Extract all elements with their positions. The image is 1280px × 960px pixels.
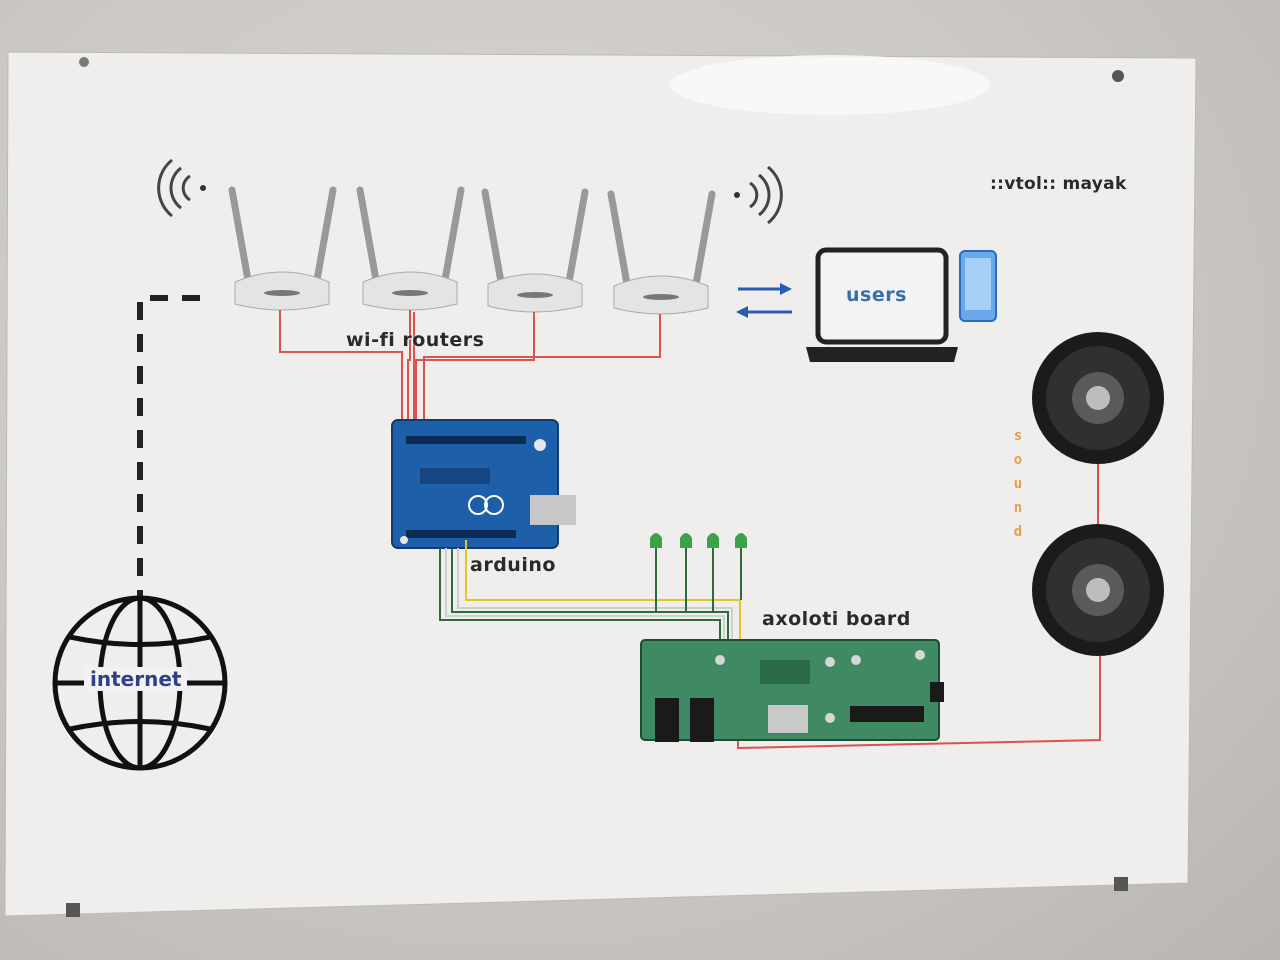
bracket xyxy=(1114,877,1128,891)
screw xyxy=(79,57,89,67)
axoloti-board xyxy=(640,639,944,742)
screw xyxy=(1112,70,1124,82)
laptop-icon xyxy=(806,247,958,362)
arduino-board xyxy=(391,419,576,549)
diagram-title: ::vtol:: mayak xyxy=(990,174,1127,194)
internet-link xyxy=(137,295,200,600)
internet-label: internet xyxy=(84,667,188,691)
arduino-axoloti-wires xyxy=(439,540,741,642)
data-exchange-arrows-icon xyxy=(736,283,792,318)
led-row xyxy=(650,533,747,612)
arduino-label: arduino xyxy=(470,554,556,576)
bracket xyxy=(66,903,80,917)
wifi-signal-left-icon xyxy=(157,158,206,218)
speaker-top xyxy=(1032,332,1164,464)
led-3 xyxy=(707,533,719,612)
users-label: users xyxy=(846,284,907,306)
router-3 xyxy=(481,188,589,313)
phone-icon xyxy=(959,250,997,322)
board-glare xyxy=(670,55,990,115)
speaker-bottom xyxy=(1032,524,1164,656)
router-2 xyxy=(356,186,465,311)
wifi-signal-right-icon xyxy=(734,165,783,225)
led-1 xyxy=(650,533,662,612)
routers-label: wi-fi routers xyxy=(346,329,485,351)
led-4 xyxy=(735,533,747,600)
led-2 xyxy=(680,533,692,612)
router-1 xyxy=(228,186,337,311)
router-wires xyxy=(279,310,661,425)
sound-label: sound xyxy=(1013,428,1023,540)
axoloti-label: axoloti board xyxy=(762,608,911,630)
router-4 xyxy=(607,190,716,315)
